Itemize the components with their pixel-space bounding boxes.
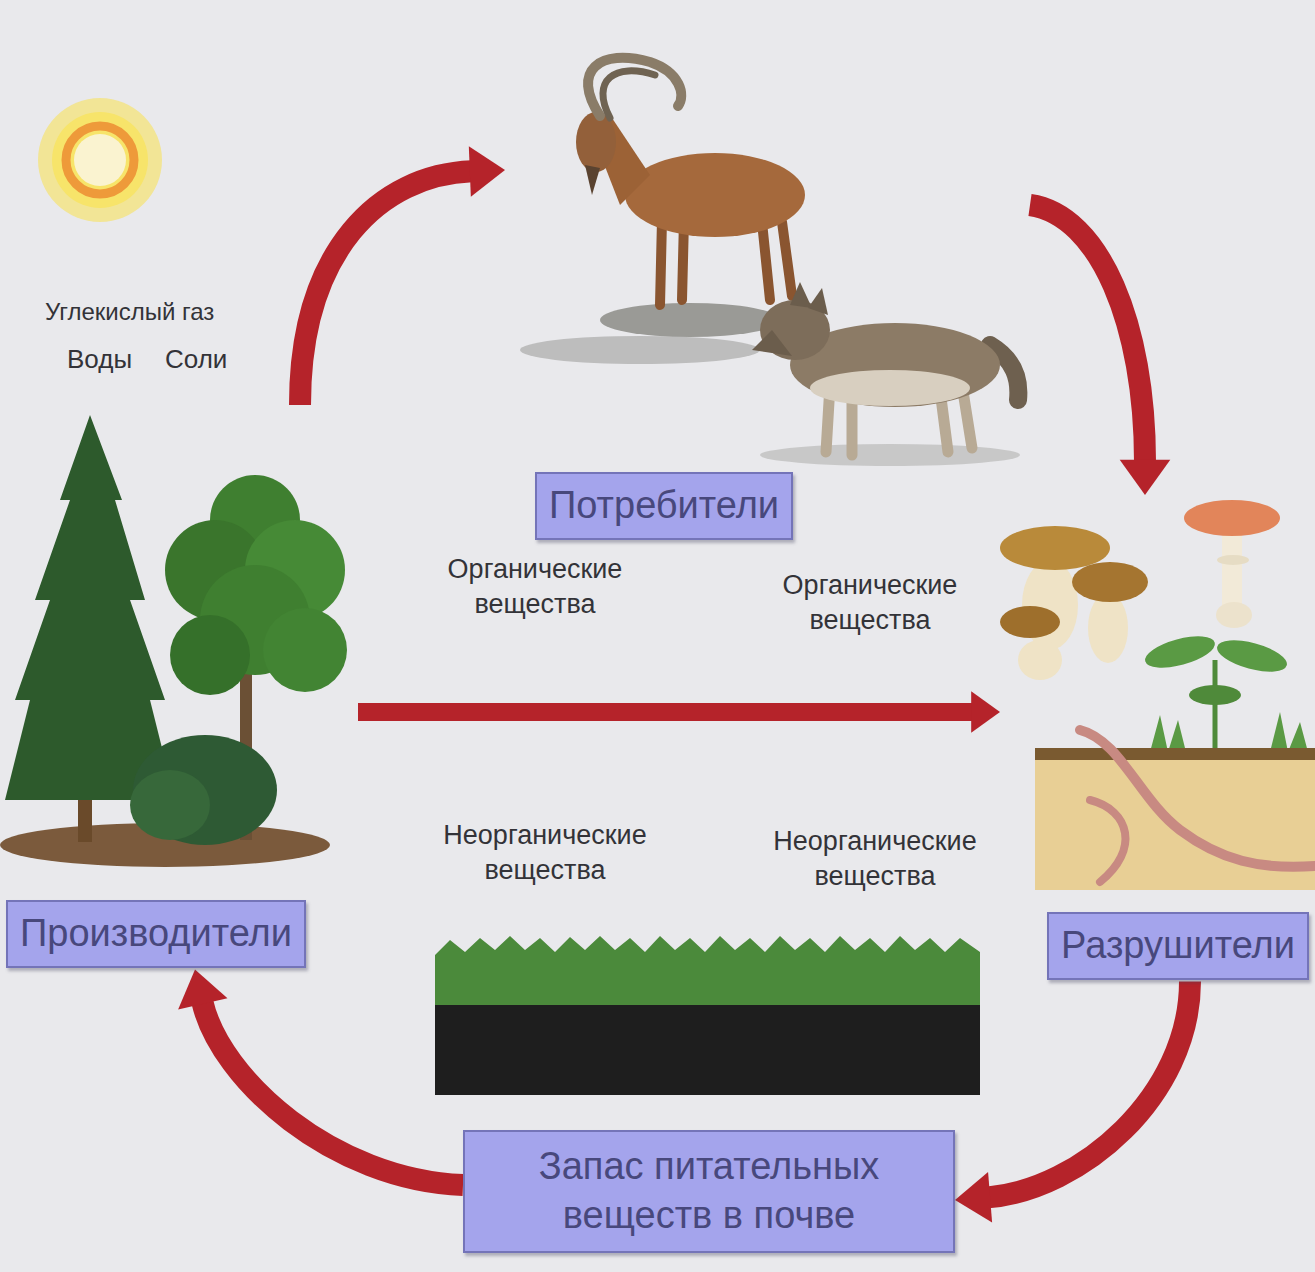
group-region: Производители <box>0 405 358 970</box>
trees-illustration <box>0 415 347 867</box>
arrow-line <box>300 171 472 405</box>
flow-arrow <box>955 982 1190 1223</box>
arrow-line <box>358 703 973 721</box>
flow-arrow <box>300 146 505 405</box>
group-region: Разрушители <box>1000 495 1309 982</box>
arrow-head <box>971 691 1000 732</box>
box-text: Запас питательных веществ в почве <box>479 1142 939 1241</box>
substance-label: Органические вещества <box>755 568 985 638</box>
flow-arrow <box>1030 205 1170 495</box>
arrow-line <box>988 982 1190 1198</box>
soil-patch-illustration <box>435 936 980 1095</box>
arrow-head <box>469 146 505 197</box>
arrow-head <box>178 970 227 1010</box>
flow-arrow <box>358 691 1000 732</box>
substance-label: Соли <box>165 343 227 377</box>
arrow-line <box>202 1002 463 1185</box>
role-label: Потребители <box>535 472 793 540</box>
substance-label: Воды <box>67 343 132 377</box>
storage-box: Запас питательных веществ в почве <box>463 1130 955 1253</box>
substance-label: Неорганические вещества <box>740 824 1010 894</box>
sun-illustration <box>38 98 162 222</box>
arrow-head <box>1120 460 1171 495</box>
arrow-line <box>1030 205 1145 462</box>
role-label: Производители <box>6 900 306 968</box>
arrow-head <box>955 1172 992 1222</box>
group-region: Потребители <box>505 55 1030 542</box>
role-label: Разрушители <box>1047 912 1309 980</box>
substance-label: Органические вещества <box>415 552 655 622</box>
substance-label: Неорганические вещества <box>405 818 685 888</box>
flow-arrow <box>178 970 463 1186</box>
goat-wolf-illustration <box>520 58 1020 466</box>
substance-label: Углекислый газ <box>45 296 214 327</box>
decomposers-illustration <box>1000 500 1315 890</box>
